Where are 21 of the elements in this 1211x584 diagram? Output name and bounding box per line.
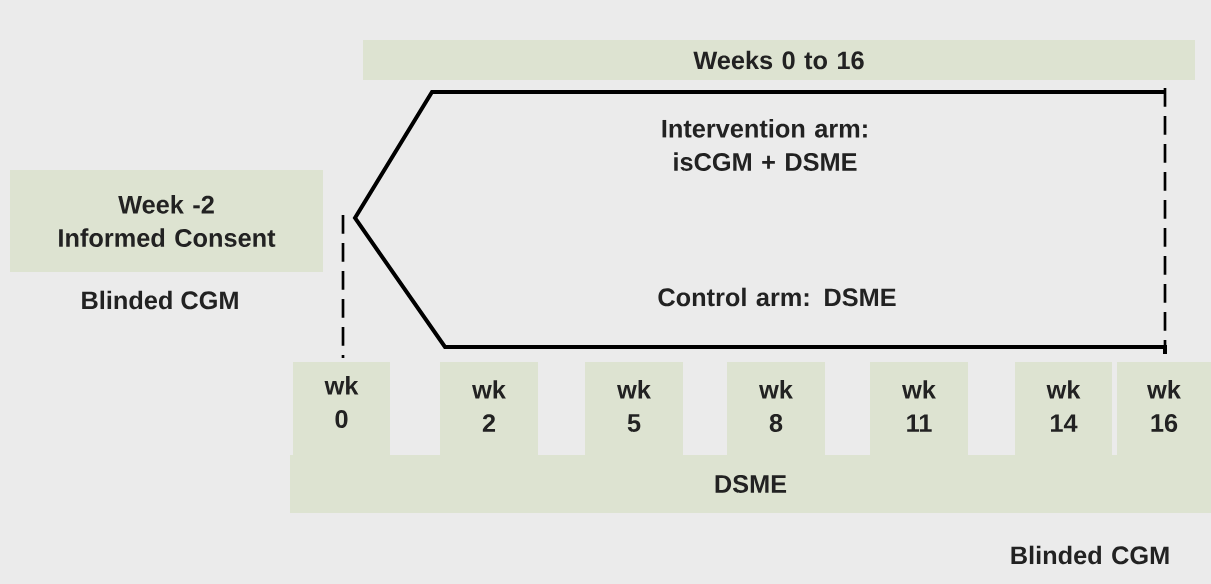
visit-tab: wk 14	[1015, 362, 1112, 455]
arm-label: Control arm: DSME	[658, 287, 896, 307]
visit-tab: wk 0	[293, 362, 390, 455]
visit-tab: wk 11	[870, 362, 968, 455]
visit-tab: wk 16	[1117, 362, 1211, 455]
node-label: wk 11	[902, 380, 936, 432]
visit-tab: wk 8	[727, 362, 825, 455]
node-label: wk 2	[472, 380, 506, 432]
node-label: wk 5	[617, 380, 651, 432]
arm-label: Intervention arm: isCGM + DSME	[662, 119, 867, 171]
node-label: wk 16	[1147, 380, 1181, 432]
caption-text: Blinded CGM	[82, 290, 238, 310]
note-text: Blinded CGM	[1011, 545, 1169, 565]
node-label: DSME	[715, 475, 787, 493]
visit-tab: wk 5	[585, 362, 683, 455]
node-label: wk 14	[1046, 380, 1081, 432]
step-box: Week -2 Informed Consent	[10, 170, 323, 272]
banner-box: Weeks 0 to 16	[363, 40, 1195, 80]
node-label: wk 8	[759, 380, 793, 432]
node-label: wk 0	[324, 376, 359, 428]
visit-tab: wk 2	[440, 362, 538, 455]
